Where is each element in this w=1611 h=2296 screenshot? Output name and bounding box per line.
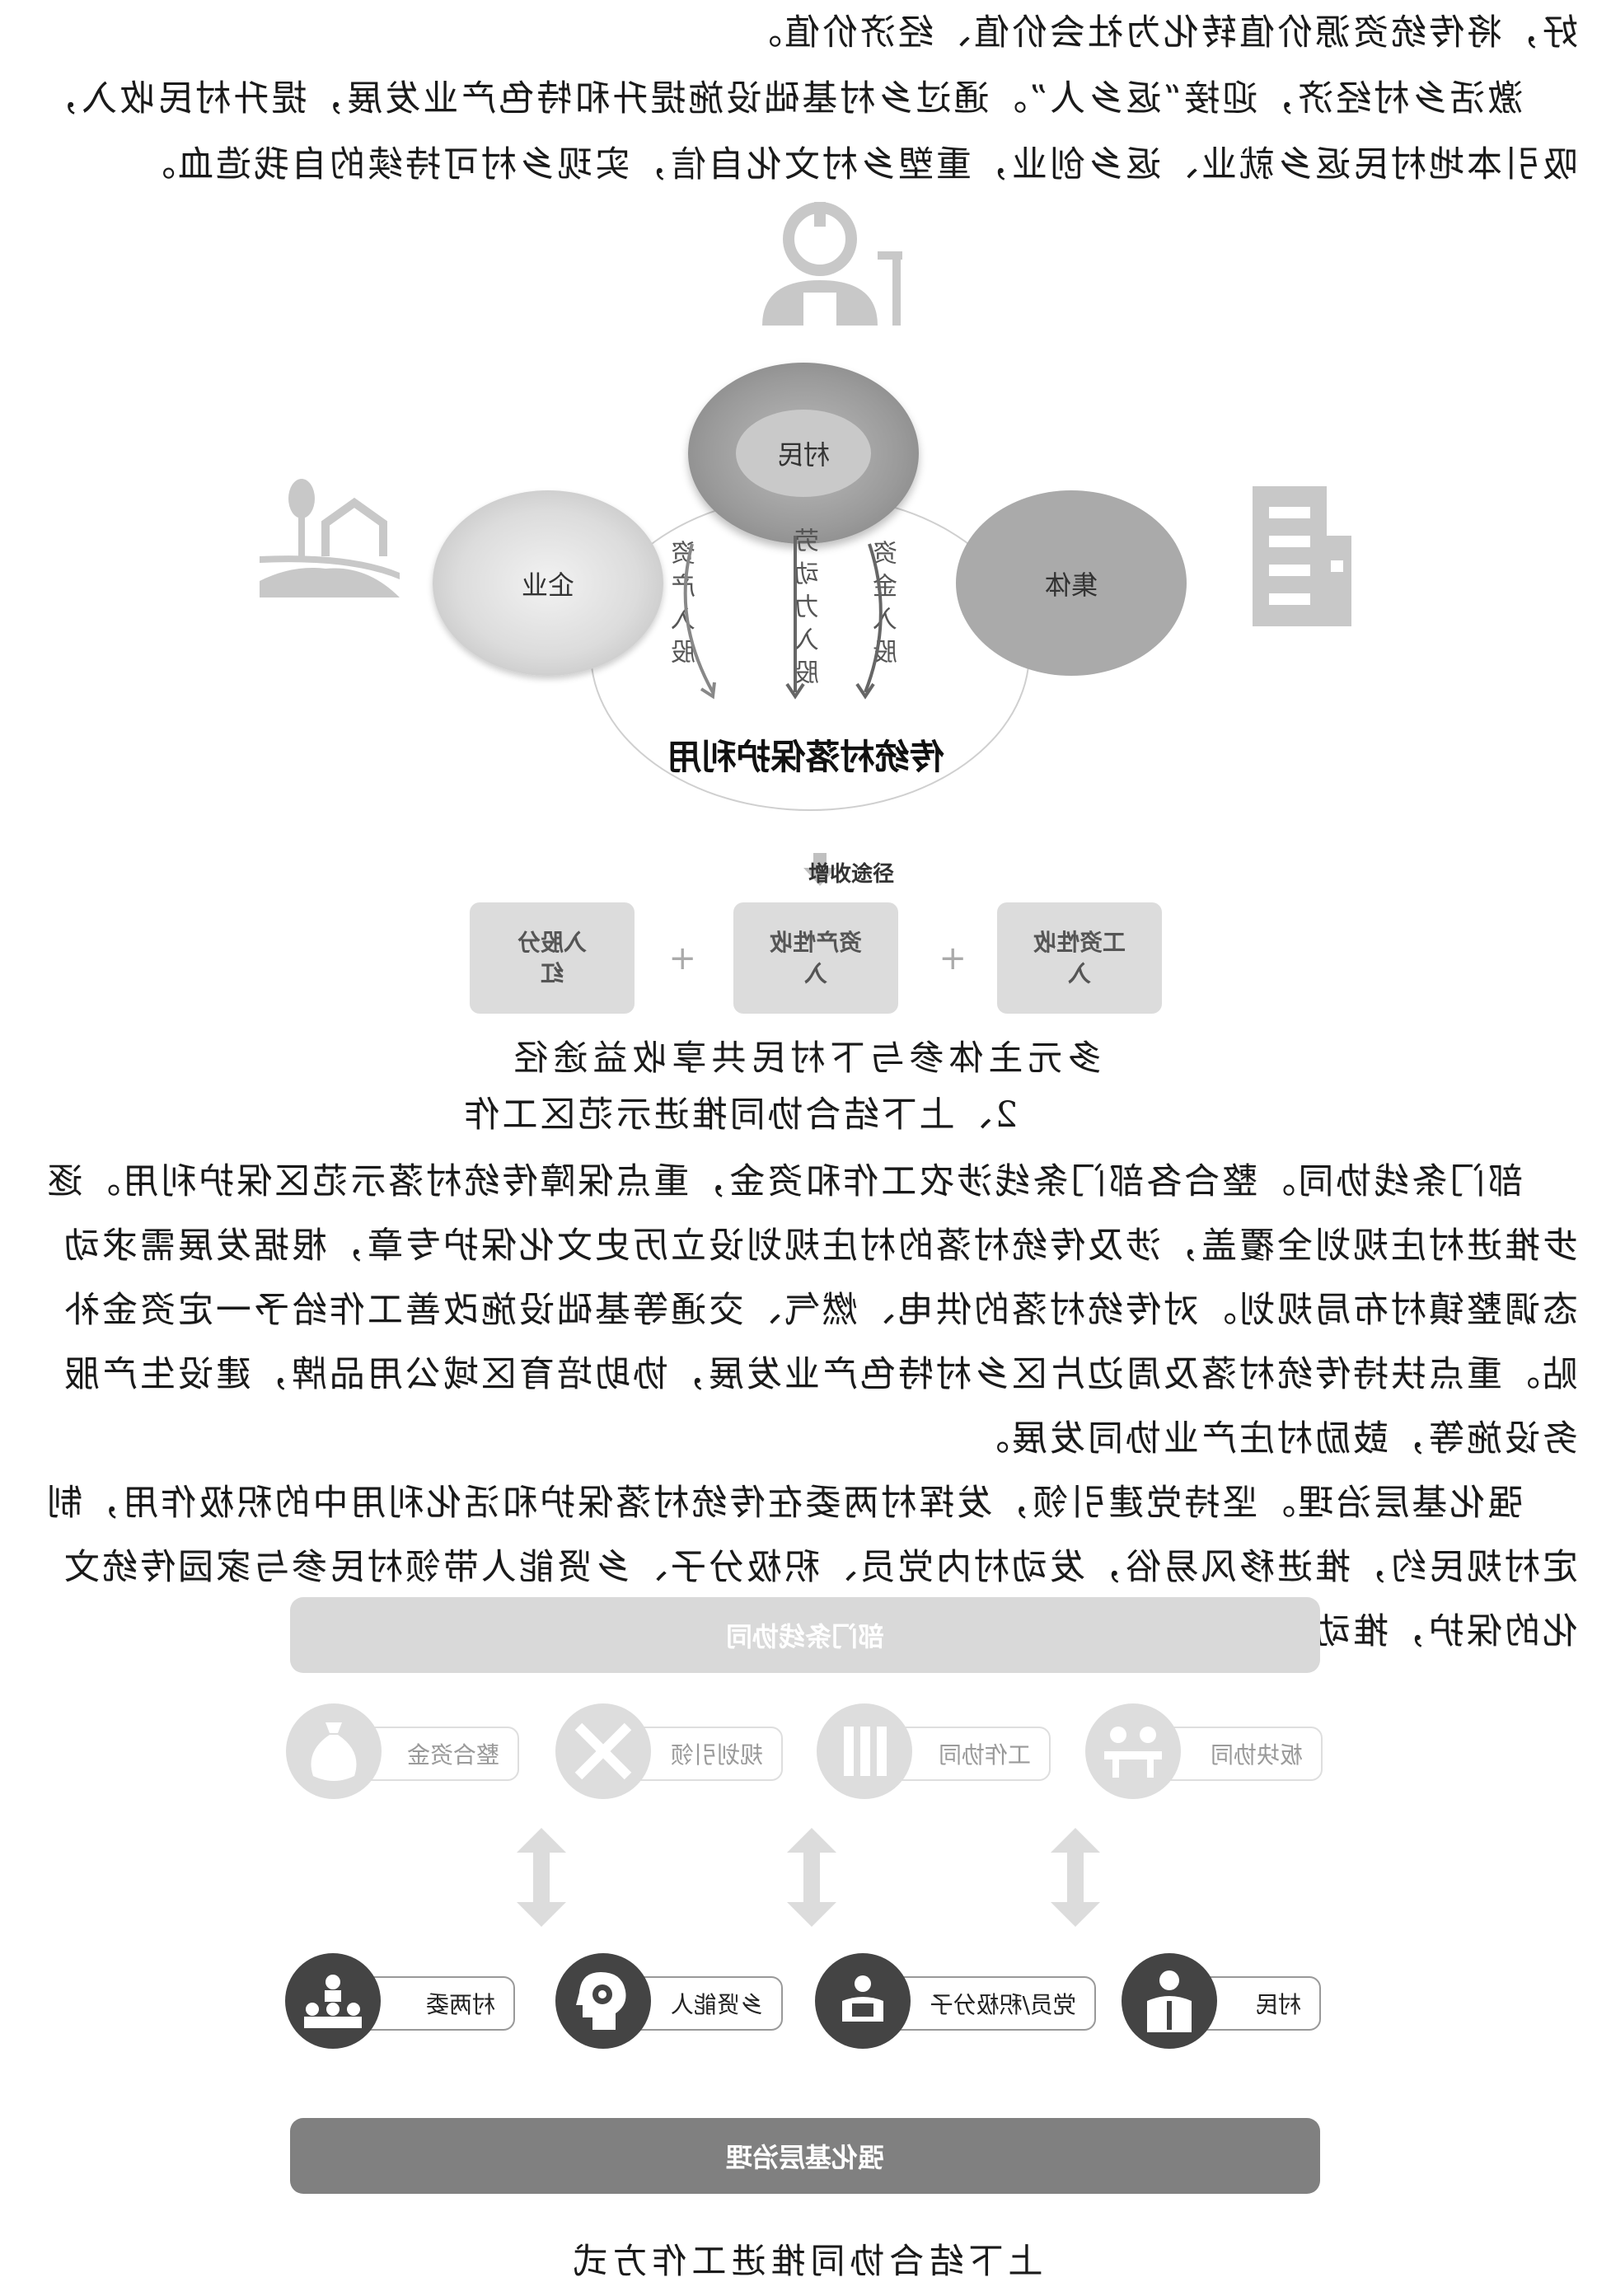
top-item-2: 规划引领 xyxy=(584,1727,783,1781)
bottom-item-1-label: 村两委 xyxy=(425,1991,495,2018)
bottom-item-2: 乡贤能人 xyxy=(584,1976,783,2031)
plus-sign-1: + xyxy=(939,939,967,977)
double-arrow-icon-1 xyxy=(517,1828,566,1927)
meeting-icon xyxy=(1085,1703,1181,1799)
top-item-1: 整合资金 xyxy=(325,1727,519,1781)
income-box-asset-label: 资产性收入 xyxy=(770,928,863,987)
node-enterprise: 企业 xyxy=(433,490,663,676)
income-box-wage: 工资性收入 xyxy=(997,902,1162,1014)
flow-arrows xyxy=(683,536,883,700)
bottom-item-3-label: 党员/积极分子 xyxy=(930,1991,1076,2018)
ruler-pencil-icon xyxy=(555,1703,651,1799)
person-icon xyxy=(1122,1953,1217,2049)
reading-person-icon xyxy=(815,1953,911,2049)
node-villager: 村民 xyxy=(688,363,919,544)
node-villager-label: 村民 xyxy=(736,410,872,497)
income-box-dividend-label: 入股分红 xyxy=(517,928,588,987)
node-collective: 集体 xyxy=(956,490,1187,676)
income-box-dividend: 入股分红 xyxy=(470,902,635,1014)
top-item-4: 板块协同 xyxy=(1124,1727,1323,1781)
villager-icon xyxy=(762,202,902,326)
bottom-item-1: 村两委 xyxy=(321,1976,515,2031)
bottom-bar: 强化基层治理 xyxy=(290,2118,1320,2194)
top-item-2-label: 规划引领 xyxy=(670,1741,763,1769)
money-bag-icon xyxy=(286,1703,382,1799)
node-enterprise-label: 企业 xyxy=(522,569,575,601)
node-collective-label: 集体 xyxy=(1045,569,1098,601)
plus-sign-2: + xyxy=(668,939,696,977)
top-item-1-label: 整合资金 xyxy=(406,1741,499,1769)
income-label: 增收途径 xyxy=(808,862,894,887)
head-gear-icon xyxy=(555,1953,651,2049)
village-house-icon xyxy=(260,479,400,597)
bottom-item-2-label: 乡贤能人 xyxy=(670,1991,763,2018)
top-item-4-label: 板块协同 xyxy=(1210,1741,1303,1769)
bottom-item-3: 党员/积极分子 xyxy=(840,1976,1096,2031)
down-arrow-icon xyxy=(803,853,836,886)
figure-income-paths: 村民 集体 企业 资金入股 劳动力入股 资产入股 传统村落保护利用 增收途径 工… xyxy=(0,0,1611,1078)
top-item-3: 工作协同 xyxy=(848,1727,1051,1781)
income-box-wage-label: 工资性收入 xyxy=(1033,928,1126,987)
center-label: 传统村落保护利用 xyxy=(667,737,944,777)
top-item-3-label: 工作协同 xyxy=(938,1741,1031,1769)
bottom-item-4-label: 村民 xyxy=(1254,1991,1301,2018)
building-icon xyxy=(1253,486,1351,626)
double-arrow-icon-3 xyxy=(1051,1828,1100,1927)
figure2-caption: 上下结合协同推进工作方式 xyxy=(568,2241,1043,2281)
figure1-caption: 多元主体参与下村民共享收益途径 xyxy=(508,1038,1103,1078)
paragraph-section: 部门条线协同。整合各部门条线涉农工作和资金，重点保障传统村落示范区保护利用。逐步… xyxy=(44,1161,1578,1652)
books-icon xyxy=(817,1703,912,1799)
bottom-bar-label: 强化基层治理 xyxy=(726,2142,885,2173)
section-heading: 2、上下结合协同推进示范区工作 xyxy=(461,1094,1018,1136)
org-chart-icon xyxy=(285,1953,381,2049)
income-box-asset: 资产性收入 xyxy=(733,902,898,1014)
bottom-item-4: 村民 xyxy=(1131,1976,1321,2031)
double-arrow-icon-2 xyxy=(787,1828,836,1927)
